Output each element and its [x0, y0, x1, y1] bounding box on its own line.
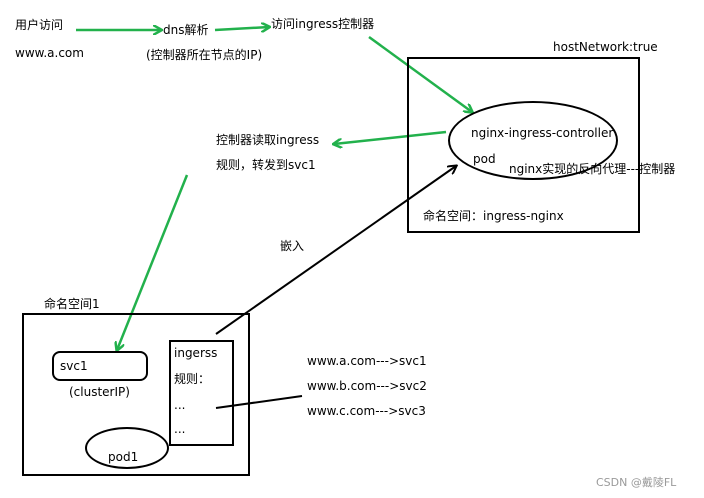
watermark: CSDN @戴陵FL	[596, 476, 677, 489]
ingress-dots-1: ...	[174, 398, 186, 412]
namespace1-label: 命名空间1	[44, 297, 100, 311]
arrow-to-controller-node	[368, 35, 472, 112]
svc1-label: svc1	[60, 359, 88, 373]
controller-label: nginx-ingress-controller	[471, 126, 614, 140]
controller-pod-oval	[448, 101, 618, 180]
line-embed-ingress	[215, 166, 456, 335]
ingress-dots-2: ...	[174, 422, 186, 436]
arrow-controller-read-rules	[334, 130, 447, 144]
rule-item: www.c.com--->svc3	[307, 404, 426, 418]
line-rules-link	[215, 395, 303, 409]
node-box	[407, 57, 640, 233]
pod1-oval	[85, 427, 169, 469]
user-access-label: 用户访问	[15, 18, 64, 32]
svc1-box	[52, 351, 148, 381]
dns-label: dns解析	[163, 23, 209, 37]
rule-item: www.a.com--->svc1	[307, 354, 427, 368]
host-network-label: hostNetwork:true	[553, 40, 658, 54]
proxy-note-label: nginx实现的反向代理---控制器	[509, 162, 676, 176]
ingress-title-label: ingerss	[174, 346, 218, 360]
domain-label: www.a.com	[15, 46, 84, 60]
namespace1-box	[22, 313, 250, 476]
embed-label: 嵌入	[280, 239, 305, 253]
ingress-rules-label: 规则：	[174, 372, 211, 386]
arrow-forward-to-svc1	[117, 174, 189, 350]
arrow-dns-to-controller	[214, 27, 269, 30]
ingress-rules-box	[169, 340, 234, 446]
ingress-nginx-namespace-label: 命名空间：ingress-nginx	[423, 209, 564, 223]
controller-pod-label: pod	[473, 152, 496, 166]
read-rules-label-1: 控制器读取ingress	[216, 133, 320, 147]
cluster-ip-label: (clusterIP)	[69, 385, 130, 399]
pod1-label: pod1	[108, 450, 139, 464]
read-rules-label-2: 规则，转发到svc1	[216, 158, 316, 172]
dns-note-label: (控制器所在节点的IP)	[146, 48, 263, 62]
access-controller-label: 访问ingress控制器	[271, 17, 375, 31]
rule-item: www.b.com--->svc2	[307, 379, 427, 393]
